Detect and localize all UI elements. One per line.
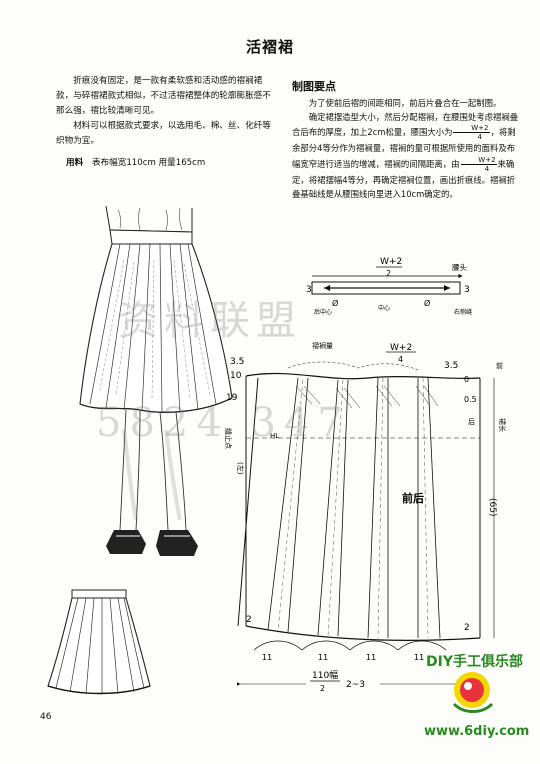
hem-mark: 11 [262,653,272,662]
right-top-measure: 3.5 [444,361,458,371]
page-title: 活褶裙 [245,38,294,56]
waistband-center-tag: 中心 [378,304,390,312]
formula-denominator: 4 [477,133,483,142]
left-mid-measure: 10 [230,371,242,381]
notes-text: 来确定，将裙摆幅4等分，再确定褶裥位置，画出折痕线。褶裥折叠基础线是从腰围线向里… [292,158,516,199]
bottom-range: 2~3 [346,680,365,690]
right-zero-measure: 0 [464,375,469,384]
skirt-model-illustration [79,205,233,556]
back-label: 后 [468,417,475,426]
material-label: 用料 [66,158,84,168]
formula-numerator: W+2 [460,156,497,165]
notes-paragraph: 为了使前后褶的间距相同，前后片叠合在一起制图。 [308,98,502,108]
page-number: 46 [40,712,52,722]
waistband-left-num: 3 [306,285,312,295]
bottom-fraction-den: 2 [320,684,325,693]
left-side-label: (左) [236,462,245,475]
zipper-stop-label: 缝止点 [224,428,233,449]
waistband-right-tag: 右侧缝 [454,308,472,316]
waistband-symbol: Ø [424,298,430,308]
notes-paragraph: 确定裙摆造型大小，然后分配褶裥，在腰围处考虑褶裥叠合后布的厚度，加上2cm松量，… [292,110,520,201]
logo-text: DIY手工俱乐部 [426,653,523,670]
hem-right-2: 2 [464,623,470,633]
left-top-measure: 3.5 [230,357,244,367]
notes-text: 确定裙摆造型大小，然后分配褶裥，在腰围处考虑褶裥叠合后布的厚度，加上2cm松量，… [292,112,519,138]
waistband-symbol: Ø [332,298,338,308]
hem-left-2: 2 [246,615,252,625]
pleat-amount-label: 褶裥量 [312,341,333,350]
hem-mark: 11 [414,653,424,662]
material-value: 表布幅宽110cm 用量165cm [91,158,206,168]
notes-text: ，将剩余部分4等分作为褶裥量，褶裥的量可根据所使用的面料及布幅宽窄进行适当的增减… [292,127,516,169]
hem-mark: 11 [366,653,376,662]
waistband-draft: W+2 2 腰头 3 3 Ø Ø 后中心 中心 右侧缝 [306,257,472,316]
drafting-notes: 为了使前后褶的间距相同，前后片叠合在一起制图。 确定裙摆造型大小，然后分配褶裥，… [292,96,520,201]
intro-paragraph: 材料可以根据款式要求，以选用毛、棉、丝、化纤等织物为宜。 [56,121,271,146]
waist-formula-num: W+2 [390,343,412,353]
left-19-measure: 19 [226,393,238,403]
skirt-pattern-draft: 褶裥量 W+2 4 3.5 10 19 HL 缝止点 (左) 3.5 0 0.5… [224,341,507,693]
waistband-right-num: 3 [464,285,470,295]
waistband-corner-label: 腰头 [452,262,467,272]
skirt-small-illustration [47,589,151,695]
front-back-label: 前后 [402,491,424,505]
hem-mark: 11 [318,653,328,662]
waistband-top-label: W+2 [380,257,402,267]
club-logo: DIY手工俱乐部 [426,653,523,713]
section-heading: 制图要点 [292,80,336,93]
watermark-text: 资料联盟 [118,298,302,344]
waistband-top-den: 2 [386,269,391,278]
formula-denominator: 4 [484,164,490,173]
right-05-measure: 0.5 [464,395,477,404]
skirt-length-value: (65) [487,498,497,516]
bottom-fraction-num: 110幅 [312,669,338,681]
front-label: 前 [496,361,503,370]
waist-formula-den: 4 [398,355,403,364]
hem-length-label: 裙长 [498,418,507,432]
intro-text: 折痕没有固定，是一款有柔软感和活动感的褶裥裙款，与碎褶裙款式相似，不过活褶裙整体… [56,74,278,149]
material-line: 用料 表布幅宽110cm 用量165cm [66,156,205,168]
site-url: www.6diy.com [424,724,530,739]
watermark-number: 5824 347 [96,400,351,446]
intro-paragraph: 折痕没有固定，是一款有柔软感和活动感的褶裥裙款，与碎褶裙款式相似，不过活褶裙整体… [56,76,271,116]
waistband-left-tag: 后中心 [314,308,332,316]
hl-label: HL [270,432,279,440]
formula-numerator: W+2 [453,124,490,134]
